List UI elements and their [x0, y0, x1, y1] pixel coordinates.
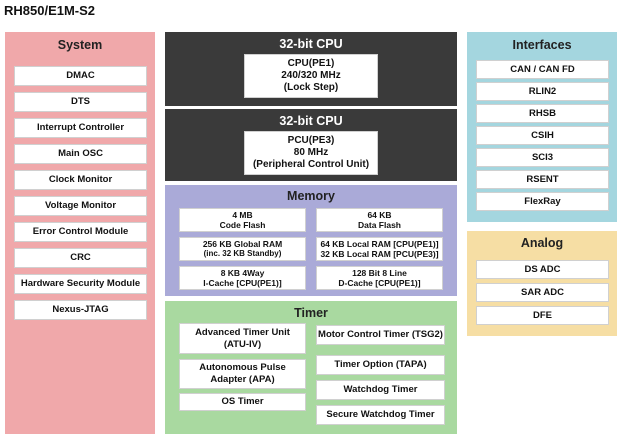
timer-os-timer: OS Timer [179, 393, 306, 411]
timer-panel: Timer Advanced Timer Unit (ATU-IV) Auton… [165, 301, 457, 434]
memory-d-cache: 128 Bit 8 Line D-Cache [CPU(PE1)] [316, 266, 443, 290]
analog-title: Analog [520, 236, 564, 250]
interfaces-panel: Interfaces CAN / CAN FD RLIN2 RHSB CSIH … [467, 32, 617, 222]
memory-local-ram: 64 KB Local RAM [CPU(PE1)] 32 KB Local R… [316, 237, 443, 261]
memory-global-ram: 256 KB Global RAM (inc. 32 KB Standby) [179, 237, 306, 261]
memory-code-flash-label: Code Flash [219, 220, 266, 230]
memory-local-ram-pe3: 32 KB Local RAM [PCU(PE3)] [320, 249, 439, 259]
cpu-pe1-mode: (Lock Step) [283, 82, 339, 94]
diagram-title: RH850/E1M-S2 [4, 3, 96, 18]
timer-watchdog: Watchdog Timer [316, 380, 445, 400]
timer-tsg2: Motor Control Timer (TSG2) [316, 325, 445, 345]
memory-i-cache-size: 8 KB 4Way [220, 267, 265, 278]
timer-atu-iv-line2: (ATU-IV) [223, 338, 262, 350]
memory-data-flash-size: 64 KB [367, 209, 392, 220]
timer-title: Timer [294, 306, 328, 320]
cpu-pe1-title: 32-bit CPU [279, 37, 343, 51]
cpu-pe3-title: 32-bit CPU [279, 114, 343, 128]
analog-dfe: DFE [476, 306, 609, 325]
interface-can-fd: CAN / CAN FD [476, 60, 609, 79]
memory-data-flash-label: Data Flash [358, 220, 401, 230]
memory-i-cache: 8 KB 4Way I-Cache [CPU(PE1)] [179, 266, 306, 290]
system-panel: System DMAC DTS Interrupt Controller Mai… [5, 32, 155, 434]
interface-rhsb: RHSB [476, 104, 609, 123]
memory-global-ram-note: (inc. 32 KB Standby) [203, 249, 282, 259]
cpu-panel-pe1: 32-bit CPU CPU(PE1) 240/320 MHz (Lock St… [165, 32, 457, 106]
timer-apa-line2: Adapter (APA) [210, 374, 275, 385]
timer-apa: Autonomous Pulse Adapter (APA) [179, 359, 306, 389]
memory-data-flash: 64 KB Data Flash [316, 208, 443, 232]
system-item-interrupt-controller: Interrupt Controller [14, 118, 147, 138]
interface-flexray: FlexRay [476, 192, 609, 211]
analog-panel: Analog DS ADC SAR ADC DFE [467, 231, 617, 336]
memory-d-cache-size: 128 Bit 8 Line [352, 267, 407, 278]
system-item-dmac: DMAC [14, 66, 147, 86]
cpu-pe3-description: (Peripheral Control Unit) [252, 159, 370, 171]
system-item-error-control-module: Error Control Module [14, 222, 147, 242]
timer-tapa: Timer Option (TAPA) [316, 355, 445, 375]
system-item-voltage-monitor: Voltage Monitor [14, 196, 147, 216]
interface-rlin2: RLIN2 [476, 82, 609, 101]
interfaces-title: Interfaces [512, 38, 572, 52]
cpu-pe1-frequency: 240/320 MHz [281, 69, 341, 81]
cpu-pe3-box: PCU(PE3) 80 MHz (Peripheral Control Unit… [244, 131, 378, 175]
memory-i-cache-label: I-Cache [CPU(PE1)] [203, 278, 282, 288]
memory-local-ram-pe1: 64 KB Local RAM [CPU(PE1)] [320, 238, 439, 249]
system-title: System [57, 38, 103, 52]
interface-rsent: RSENT [476, 170, 609, 189]
interface-sci3: SCI3 [476, 148, 609, 167]
cpu-panel-pe3: 32-bit CPU PCU(PE3) 80 MHz (Peripheral C… [165, 109, 457, 181]
memory-title: Memory [287, 189, 335, 203]
cpu-pe3-frequency: 80 MHz [293, 146, 329, 158]
system-item-dts: DTS [14, 92, 147, 112]
system-item-nexus-jtag: Nexus-JTAG [14, 300, 147, 320]
timer-secure-watchdog: Secure Watchdog Timer [316, 405, 445, 425]
system-item-clock-monitor: Clock Monitor [14, 170, 147, 190]
system-item-hardware-security-module: Hardware Security Module [14, 274, 147, 294]
memory-code-flash: 4 MB Code Flash [179, 208, 306, 232]
memory-panel: Memory 4 MB Code Flash 64 KB Data Flash … [165, 185, 457, 296]
cpu-pe1-name: CPU(PE1) [287, 57, 335, 69]
analog-ds-adc: DS ADC [476, 260, 609, 279]
interface-csih: CSIH [476, 126, 609, 145]
memory-d-cache-label: D-Cache [CPU(PE1)] [338, 278, 421, 288]
timer-atu-iv-line1: Advanced Timer Unit [195, 326, 290, 338]
system-item-crc: CRC [14, 248, 147, 268]
system-item-main-osc: Main OSC [14, 144, 147, 164]
timer-os-timer-label: OS Timer [221, 396, 264, 408]
analog-sar-adc: SAR ADC [476, 283, 609, 302]
timer-apa-line1: Autonomous Pulse [199, 362, 286, 374]
timer-atu-iv: Advanced Timer Unit (ATU-IV) [179, 323, 306, 354]
cpu-pe3-name: PCU(PE3) [287, 134, 335, 146]
cpu-pe1-box: CPU(PE1) 240/320 MHz (Lock Step) [244, 54, 378, 98]
memory-global-ram-size: 256 KB Global RAM [202, 238, 283, 249]
memory-code-flash-size: 4 MB [232, 209, 253, 220]
